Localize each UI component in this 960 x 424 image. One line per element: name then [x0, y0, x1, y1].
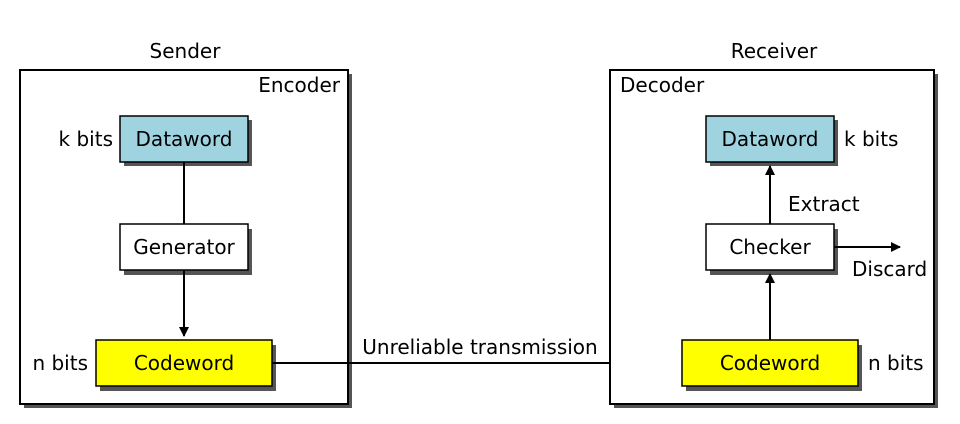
receiver-dataword-label: Dataword — [722, 127, 819, 151]
receiver-codeword-size: n bits — [868, 351, 924, 375]
sender-codeword-size: n bits — [32, 351, 88, 375]
extract-label: Extract — [788, 192, 860, 216]
sender-title: Sender — [150, 39, 222, 63]
receiver-dataword-rect — [705, 115, 835, 163]
sender-dataword-rect — [119, 115, 249, 163]
receiver-title: Receiver — [731, 39, 818, 63]
sender-codeword-label: Codeword — [134, 351, 234, 375]
receiver-codeword-box: Codeword — [681, 339, 862, 391]
sender-codeword-box: Codeword — [95, 339, 276, 391]
checker-rect — [705, 223, 835, 271]
sender-dataword-label: Dataword — [136, 127, 233, 151]
generator-label: Generator — [133, 235, 235, 259]
receiver-dataword-box: Dataword — [705, 115, 838, 166]
checker-box: Checker — [705, 223, 838, 275]
checker-label: Checker — [729, 235, 811, 259]
encoder-label: Encoder — [258, 73, 341, 97]
sender-dataword-box: Dataword — [119, 115, 252, 166]
generator-box: Generator — [119, 223, 252, 275]
transmission-label: Unreliable transmission — [362, 335, 597, 359]
decoder-label: Decoder — [620, 73, 705, 97]
sender-dataword-size: k bits — [59, 127, 113, 151]
receiver-dataword-size: k bits — [844, 127, 898, 151]
discard-label: Discard — [852, 257, 927, 281]
receiver-codeword-label: Codeword — [720, 351, 820, 375]
receiver-codeword-rect — [681, 339, 859, 387]
